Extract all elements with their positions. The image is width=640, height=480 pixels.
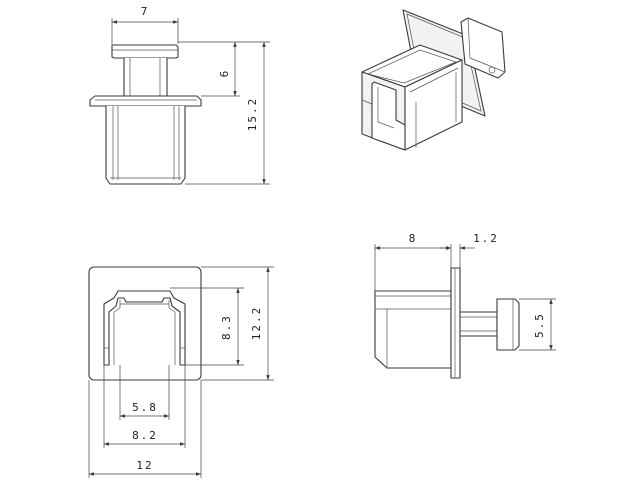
side-neck	[459, 311, 498, 337]
dim-bottom-outer-width: 12	[136, 459, 153, 472]
side-flange	[450, 267, 461, 379]
dim-front-cap-height: 6	[218, 69, 231, 78]
front-view: 7 6 15.2	[89, 5, 270, 185]
side-cap	[496, 298, 520, 351]
dim-bottom-inner-height: 8.3	[220, 314, 233, 340]
side-view: 8 1.2 5.5	[374, 232, 556, 379]
isometric-view	[361, 9, 506, 151]
dim-bottom-slot-width: 5.8	[132, 401, 158, 414]
dim-bottom-inner-width: 8.2	[132, 429, 158, 442]
dim-front-total-height: 15.2	[246, 97, 259, 132]
dim-bottom-outer-height: 12.2	[250, 306, 263, 341]
front-body	[105, 106, 186, 185]
front-flange	[89, 95, 202, 107]
bottom-view: 8.3 12.2 5.8 8.2 12	[88, 266, 274, 478]
dim-side-cap-height: 5.5	[533, 312, 546, 338]
front-neck	[123, 58, 168, 97]
dim-side-body-length: 8	[409, 232, 418, 245]
dim-front-width: 7	[141, 5, 150, 18]
front-cap	[111, 44, 179, 59]
bottom-outer-square	[88, 266, 202, 381]
dim-side-flange-thickness: 1.2	[473, 232, 499, 245]
side-body	[374, 290, 452, 369]
bottom-profile	[103, 290, 186, 366]
